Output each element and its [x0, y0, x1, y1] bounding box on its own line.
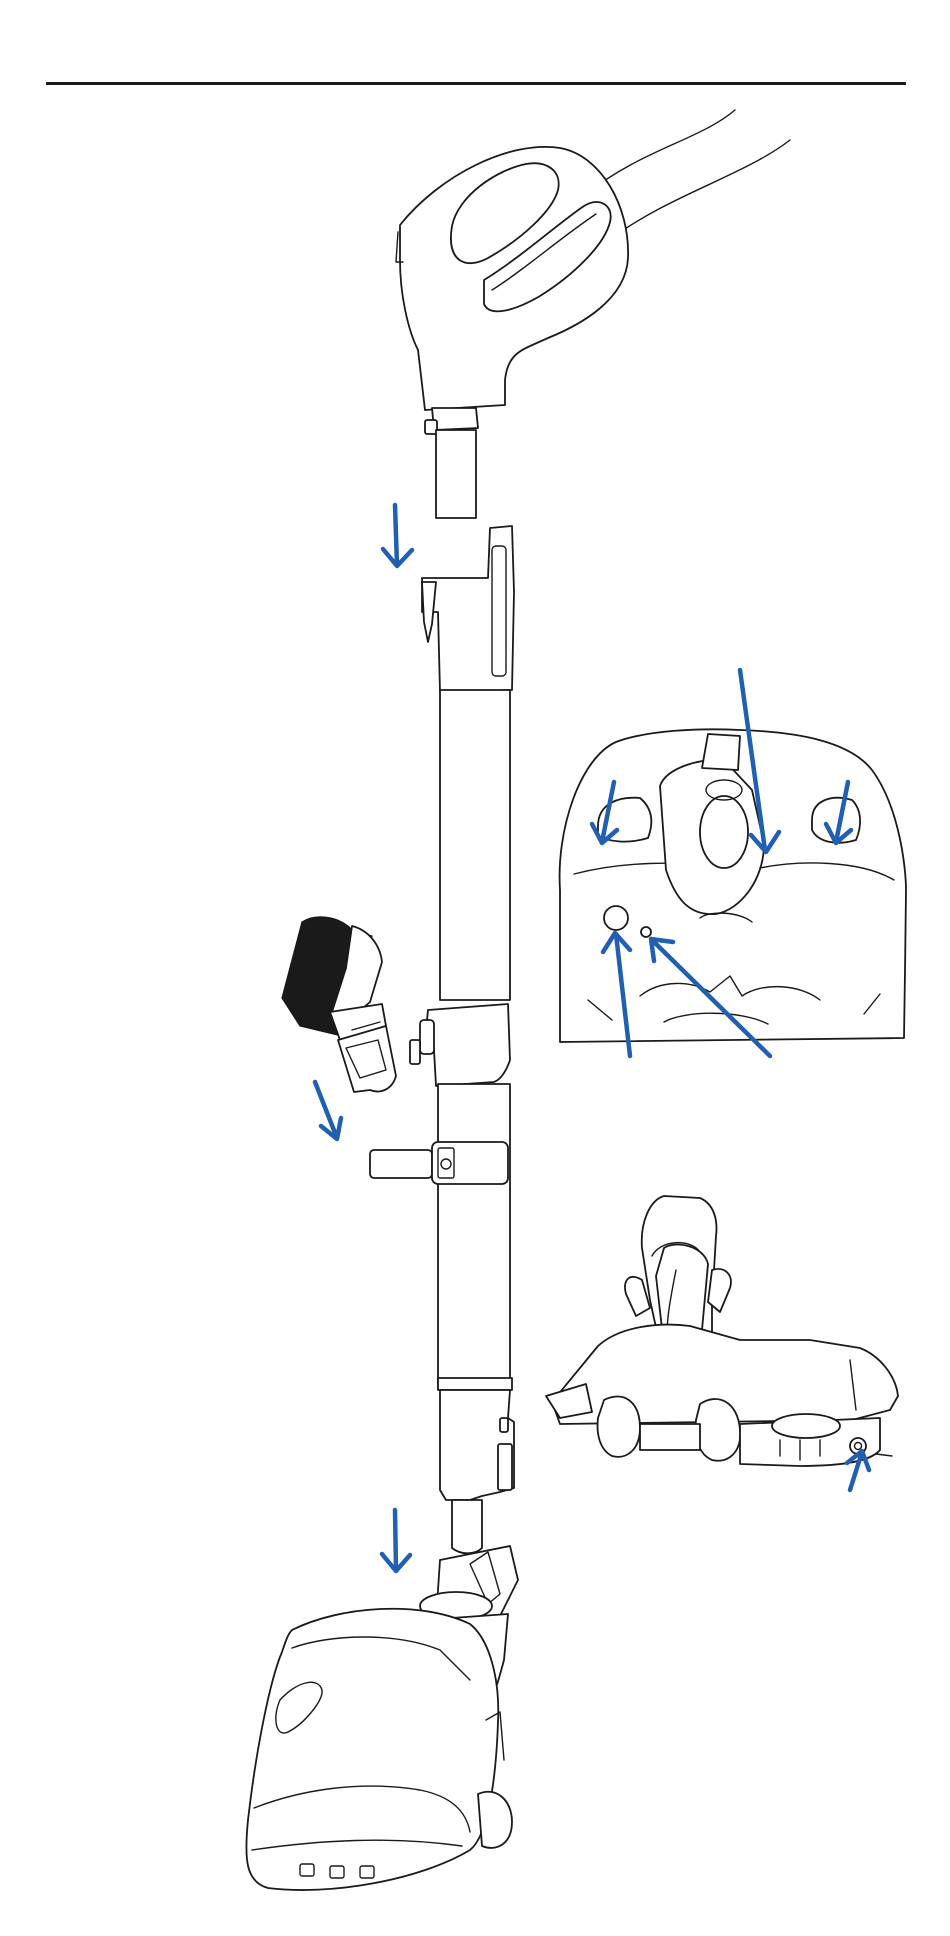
arrow-wand-to-nozzle: [382, 1510, 410, 1571]
arrow-shaft: [395, 1510, 396, 1570]
power-nozzle-front-view: [560, 729, 906, 1042]
wand-clip: [370, 1142, 508, 1184]
hose-handle: [396, 147, 628, 518]
power-nozzle: [246, 1546, 518, 1890]
arrow-shaft: [395, 505, 397, 565]
power-nozzle-rear-view: [546, 1196, 898, 1466]
dusting-brush-tool: [282, 917, 396, 1092]
arrow-brush-to-clip: [315, 1082, 341, 1139]
wand: [410, 526, 514, 1553]
arrow-handle-to-wand: [383, 505, 412, 566]
